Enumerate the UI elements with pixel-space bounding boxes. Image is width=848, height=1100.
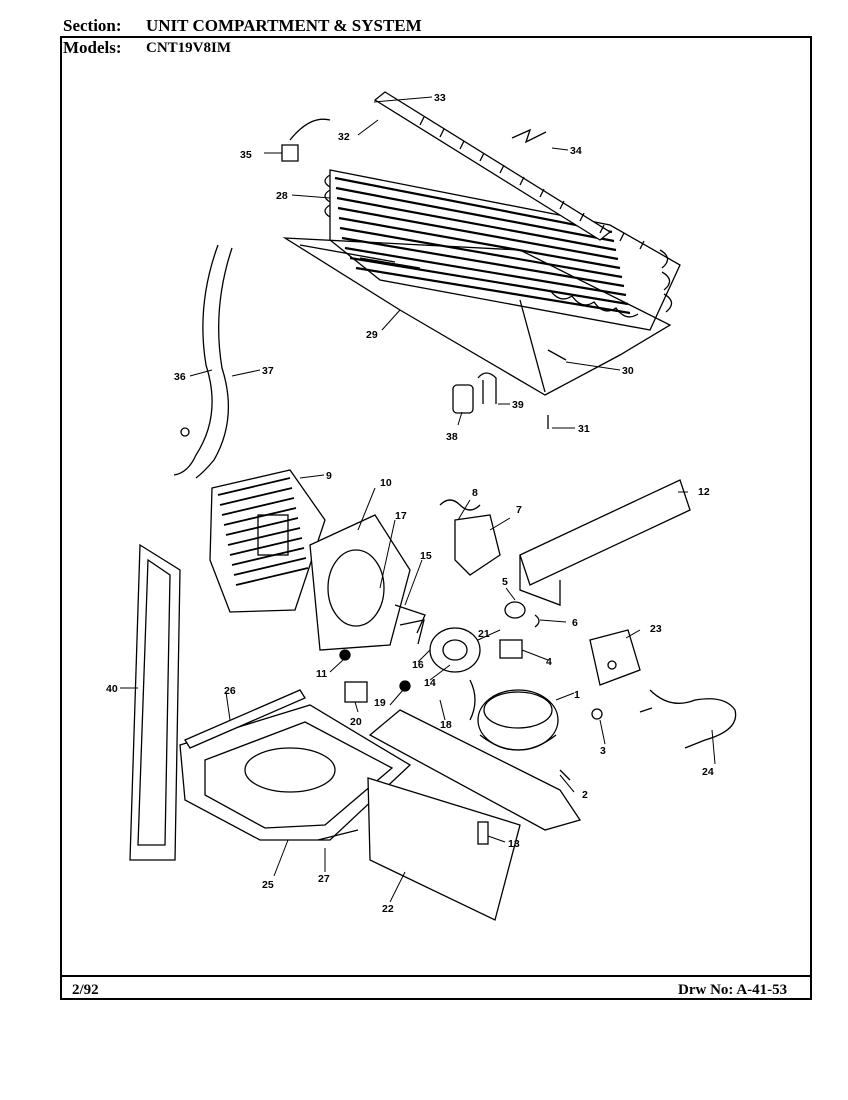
- power-cord-24-drawing: [639, 689, 737, 749]
- tube-rail-drawing: [373, 91, 645, 250]
- condenser-coil-drawing: [324, 169, 681, 331]
- bracket-30-drawing: [547, 349, 567, 361]
- callout-23: 23: [650, 623, 662, 635]
- callout-40: 40: [106, 683, 118, 695]
- callout-6: 6: [572, 617, 578, 629]
- access-panel-22-drawing: [367, 777, 521, 921]
- callout-38: 38: [446, 431, 458, 443]
- footer-divider: [60, 975, 812, 977]
- overload-23-drawing: [589, 629, 641, 686]
- part-19-drawing: [399, 680, 411, 692]
- relay-4-drawing: [499, 639, 523, 659]
- callout-21: 21: [478, 628, 490, 640]
- callout-10: 10: [380, 477, 392, 489]
- fan-shroud-10-drawing: [309, 514, 411, 651]
- drawing-date: 2/92: [72, 982, 99, 998]
- callout-35: 35: [240, 149, 252, 161]
- callout-30: 30: [622, 365, 634, 377]
- callout-31: 31: [578, 423, 590, 435]
- callout-32: 32: [338, 131, 350, 143]
- callout-16: 16: [412, 659, 424, 671]
- fan-motor-drawing: [394, 604, 481, 721]
- part-13-drawing: [477, 821, 489, 845]
- leader-lines: [120, 96, 716, 903]
- callout-37: 37: [262, 365, 274, 377]
- callout-27: 27: [318, 873, 330, 885]
- clamp-39-drawing: [477, 372, 497, 404]
- callout-33: 33: [434, 92, 446, 104]
- part-11-drawing: [339, 649, 351, 661]
- model-number: CNT19V8IM: [146, 40, 231, 56]
- mount-2-drawing: [559, 769, 571, 781]
- channel-26-drawing: [184, 689, 306, 749]
- capacitor-20-drawing: [344, 681, 368, 703]
- callout-12: 12: [698, 486, 710, 498]
- tubing-36-37-drawing: [173, 244, 233, 479]
- callout-17: 17: [395, 510, 407, 522]
- callout-18: 18: [440, 719, 452, 731]
- callout-4: 4: [546, 656, 552, 668]
- callout-9: 9: [326, 470, 332, 482]
- wire-34-drawing: [511, 128, 547, 144]
- callout-7: 7: [516, 504, 522, 516]
- callout-13: 13: [508, 838, 520, 850]
- grommet-3-drawing: [591, 708, 603, 720]
- control-7-8-drawing: [439, 499, 501, 576]
- evaporator-9-drawing: [209, 469, 326, 613]
- bracket-38-drawing: [452, 384, 474, 414]
- callout-1: 1: [574, 689, 580, 701]
- tube-end-drawing: [180, 427, 190, 437]
- callout-19: 19: [374, 697, 386, 709]
- tube-27-drawing: [317, 829, 359, 841]
- callout-34: 34: [570, 145, 582, 157]
- callout-39: 39: [512, 399, 524, 411]
- callout-2: 2: [582, 789, 588, 801]
- clip-6-drawing: [534, 614, 540, 628]
- callout-8: 8: [472, 487, 478, 499]
- drain-pan-25-drawing: [179, 704, 412, 841]
- grommet-5-drawing: [504, 601, 526, 619]
- callout-29: 29: [366, 329, 378, 341]
- callout-25: 25: [262, 879, 274, 891]
- compressor-base-drawing: [368, 709, 582, 831]
- callout-24: 24: [702, 766, 714, 778]
- callout-36: 36: [174, 371, 186, 383]
- section-title: UNIT COMPARTMENT & SYSTEM: [146, 16, 422, 35]
- callout-14: 14: [424, 677, 436, 689]
- callout-28: 28: [276, 190, 288, 202]
- clip-35-drawing: [281, 118, 331, 162]
- compressor-1-drawing: [477, 689, 559, 751]
- bracket-12-drawing: [519, 479, 691, 606]
- drawing-number: Drw No: A-41-53: [678, 982, 788, 998]
- callout-26: 26: [224, 685, 236, 697]
- callout-20: 20: [350, 716, 362, 728]
- rear-panel-40-drawing: [129, 543, 181, 861]
- section-label: Section:: [63, 16, 122, 35]
- drawing-frame: [60, 36, 812, 1000]
- callout-11: 11: [316, 668, 327, 680]
- models-label: Models:: [63, 38, 122, 57]
- rear-panel-inner-drawing: [137, 558, 171, 846]
- callout-5: 5: [502, 576, 508, 588]
- callout-22: 22: [382, 903, 394, 915]
- callout-3: 3: [600, 745, 606, 757]
- callout-15: 15: [420, 550, 432, 562]
